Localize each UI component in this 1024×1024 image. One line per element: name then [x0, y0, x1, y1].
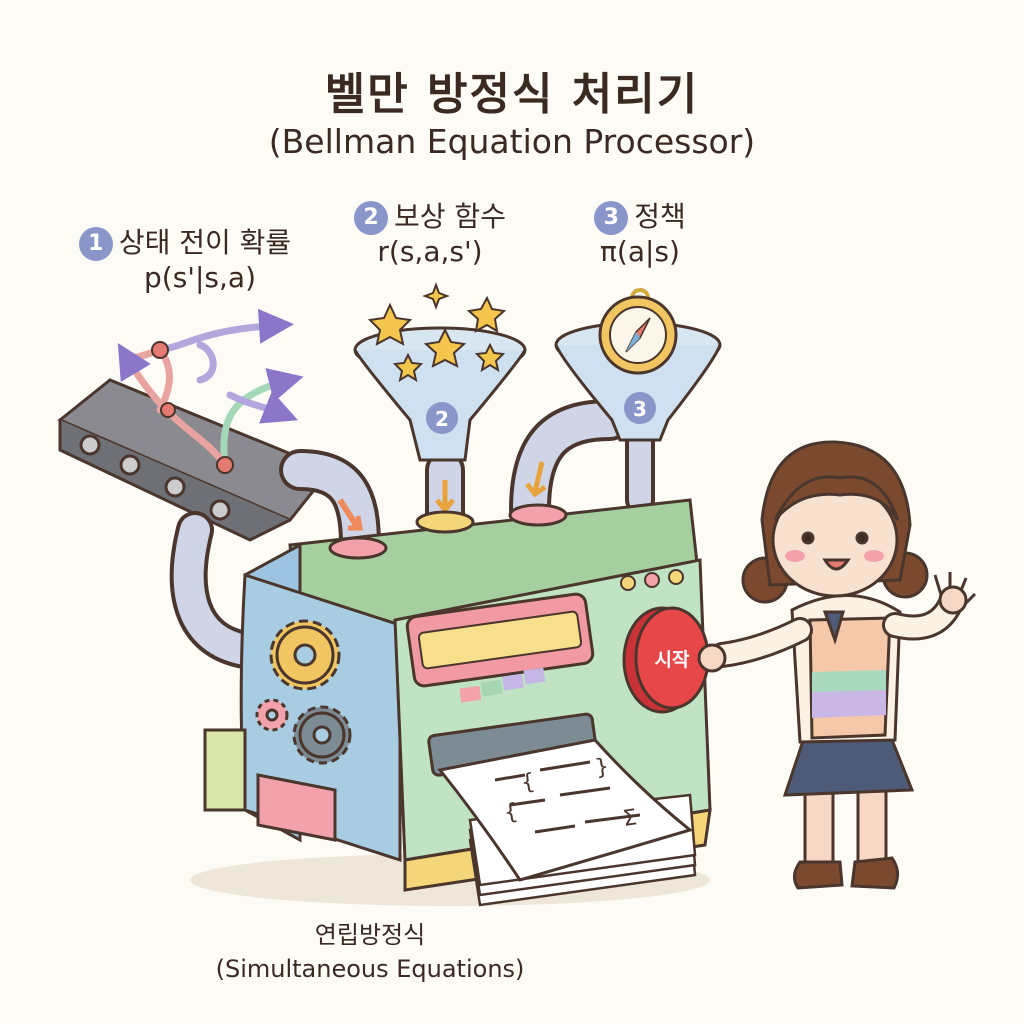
- pipe-arrow-icon: [337, 498, 361, 530]
- step-label: 보상 함수: [394, 200, 506, 233]
- funnel-badge: 3: [633, 397, 647, 421]
- svg-text:{: {: [502, 799, 519, 826]
- start-button-shape: [622, 606, 710, 714]
- step-formula: p(s'|s,a): [144, 261, 256, 294]
- girl-character: [697, 440, 977, 890]
- step-label: 상태 전이 확률: [118, 226, 292, 259]
- output-label-ko: 연립방정식: [314, 921, 426, 949]
- step-number-badge: 2: [354, 201, 389, 235]
- step-number-badge: 1: [78, 227, 113, 261]
- svg-text:}: }: [593, 754, 610, 781]
- pipe-arrow-icon: [435, 480, 455, 515]
- start-button[interactable]: 시작: [655, 649, 690, 671]
- star-icons: [367, 282, 507, 383]
- funnel-badge: 2: [435, 407, 449, 431]
- output-label: 연립방정식 (Simultaneous Equations): [150, 918, 590, 986]
- compass-icon: [598, 288, 678, 375]
- step-label: 정책: [634, 200, 686, 233]
- svg-text:{: {: [519, 769, 536, 796]
- equation-papers: { } { Σ: [437, 738, 697, 907]
- step-formula: r(s,a,s'): [377, 235, 483, 268]
- page-subtitle: (Bellman Equation Processor): [268, 122, 756, 161]
- pipe-arrow-icon: [525, 461, 547, 498]
- transition-arrows: [117, 308, 304, 474]
- step-number-badge: 3: [594, 201, 629, 235]
- step-formula: π(a|s): [600, 235, 680, 268]
- page-title: 벨만 방정식 처리기: [324, 69, 700, 120]
- gear-icon: [255, 619, 352, 765]
- output-label-en: (Simultaneous Equations): [215, 955, 525, 983]
- svg-text:Σ: Σ: [621, 805, 638, 832]
